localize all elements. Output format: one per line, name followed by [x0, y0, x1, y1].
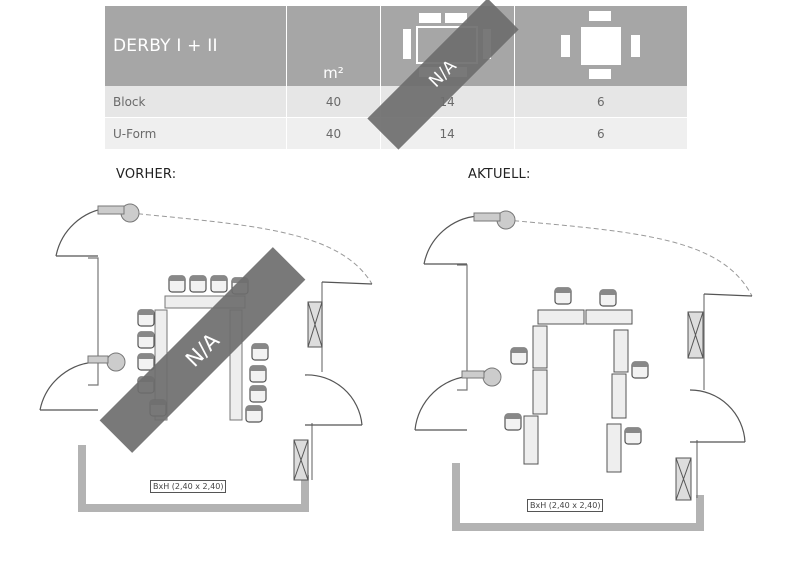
area-header: m²: [287, 6, 381, 86]
setup-area: 40: [287, 117, 381, 149]
round-table-icon-cell: [514, 6, 687, 86]
setup-area: 40: [287, 86, 381, 117]
room-name: DERBY I + II: [105, 6, 288, 86]
plan-title-current: AKTUELL:: [468, 167, 531, 182]
setup-label: U-Form: [105, 117, 288, 149]
dimension-label-before: BxH (2,40 x 2,40): [150, 480, 227, 493]
setup-seats-large: 6: [514, 117, 687, 149]
small-table-icon: [560, 11, 640, 79]
dimension-label-current: BxH (2,40 x 2,40): [527, 499, 604, 512]
table-row: U-Form 40 14 6: [105, 117, 687, 149]
plan-title-before: VORHER:: [116, 167, 177, 182]
setup-seats-large: 6: [514, 86, 687, 117]
floor-plan-current: [414, 210, 753, 531]
setup-label: Block: [105, 86, 288, 117]
